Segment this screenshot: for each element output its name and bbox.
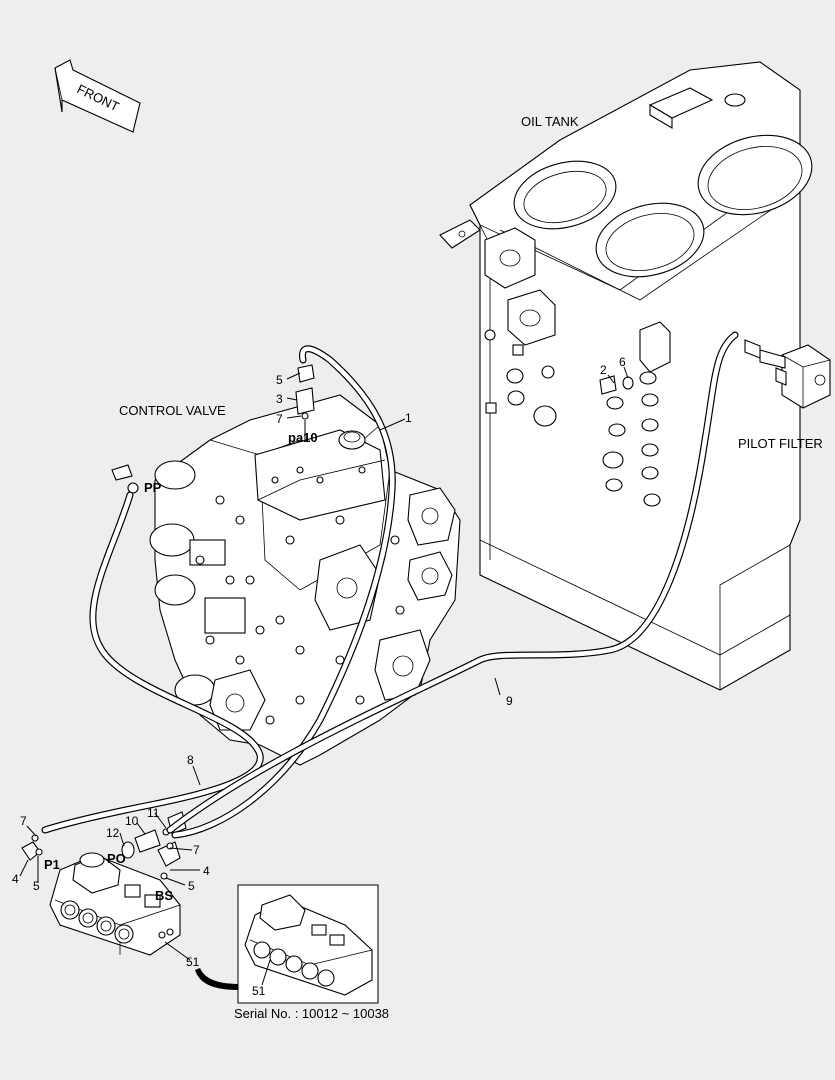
callout-2: 2 <box>600 363 607 377</box>
callout-3: 3 <box>276 392 283 406</box>
callout-11: 11 <box>147 806 160 820</box>
front-arrow: FRONT <box>54 59 141 133</box>
pilot-filter-label: PILOT FILTER <box>738 436 823 451</box>
port-pa10: pa10 <box>288 430 318 445</box>
callout-10: 10 <box>125 814 139 828</box>
fittings-sub-valve <box>21 811 187 880</box>
solenoid-valve-block <box>49 852 181 956</box>
callout-5: 5 <box>276 373 283 387</box>
oil-tank <box>439 61 813 691</box>
callout-7: 7 <box>276 412 283 426</box>
callout-5-left: 5 <box>33 879 40 893</box>
callout-7-right: 7 <box>193 843 200 857</box>
callout-7-left: 7 <box>20 814 27 828</box>
callout-4-left: 4 <box>12 872 19 886</box>
port-po: PO <box>107 851 126 866</box>
callout-51: 51 <box>186 955 200 969</box>
fittings-pa10 <box>295 364 315 440</box>
tank-fittings <box>602 321 671 507</box>
hose-1 <box>171 345 396 839</box>
port-pp: PP <box>144 480 162 495</box>
inset-detail <box>237 884 379 1004</box>
callout-12: 12 <box>106 826 120 840</box>
port-p1: P1 <box>44 857 60 872</box>
callout-6: 6 <box>619 355 626 369</box>
control-valve-label: CONTROL VALVE <box>119 403 226 418</box>
hose-9 <box>166 331 739 834</box>
serial-number-label: Serial No. : 10012 ~ 10038 <box>234 1006 389 1021</box>
callout-1: 1 <box>405 411 412 425</box>
hose-8 <box>41 491 264 834</box>
callout-9: 9 <box>506 694 513 708</box>
oil-tank-label: OIL TANK <box>521 114 579 129</box>
callout-51-inset: 51 <box>252 984 266 998</box>
callout-5-right: 5 <box>188 879 195 893</box>
control-valve <box>149 394 461 766</box>
port-bs: BS <box>155 888 173 903</box>
callout-8: 8 <box>187 753 194 767</box>
callout-4-right: 4 <box>203 864 210 878</box>
leader-lines <box>19 366 629 961</box>
pilot-filter <box>744 339 831 409</box>
